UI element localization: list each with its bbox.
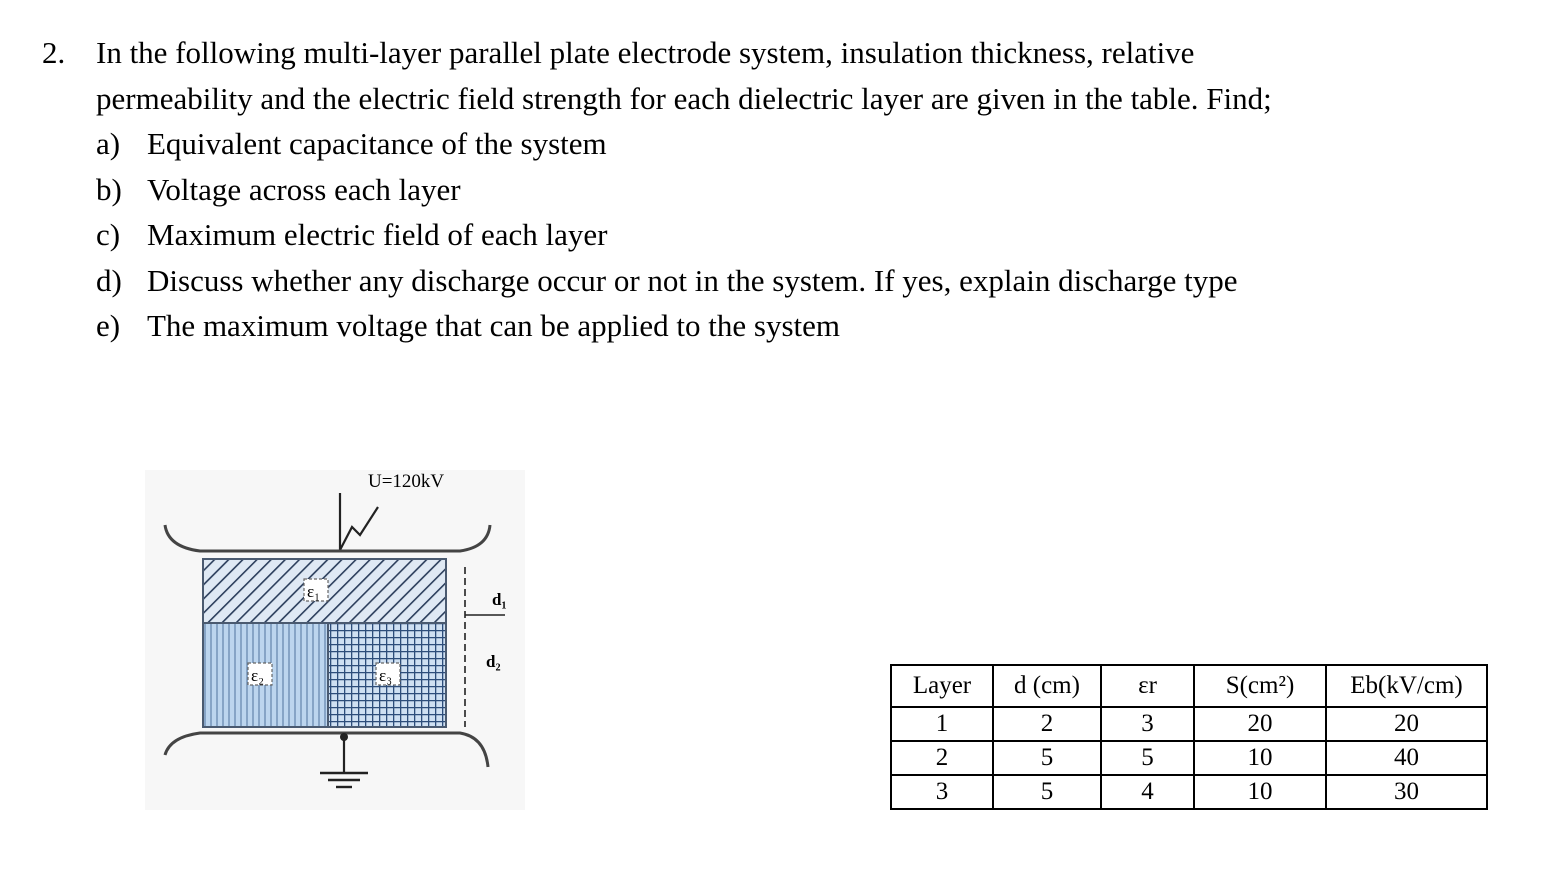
sub-question-c: c) Maximum electric field of each layer — [96, 212, 1502, 258]
sub-question-text: Maximum electric field of each layer — [147, 217, 608, 252]
question-block: 2. In the following multi-layer parallel … — [42, 30, 1502, 349]
d1-label: d₁ — [492, 590, 507, 609]
question-line-1: 2. In the following multi-layer parallel … — [42, 30, 1502, 76]
table-cell: 4 — [1100, 774, 1195, 810]
table-header-layer: Layer — [890, 664, 994, 708]
eps3-label: ε₃ — [379, 666, 392, 685]
eps3-label-box — [375, 662, 401, 686]
table-cell: 2 — [890, 740, 994, 776]
eps2-label-box — [247, 662, 273, 686]
table-cell: 1 — [890, 706, 994, 742]
table-row: 1 2 3 20 20 — [890, 706, 1488, 742]
table-cell: 20 — [1325, 706, 1488, 742]
table-cell: 40 — [1325, 740, 1488, 776]
question-text-1: In the following multi-layer parallel pl… — [96, 35, 1195, 70]
sub-question-text: The maximum voltage that can be applied … — [147, 308, 841, 343]
table-cell: 2 — [992, 706, 1102, 742]
table-header-breakdown-field: Eb(kV/cm) — [1325, 664, 1488, 708]
ground-icon — [320, 771, 368, 789]
table-cell: 10 — [1193, 740, 1327, 776]
sub-question-text: Discuss whether any discharge occur or n… — [147, 262, 1238, 298]
table-cell: 5 — [992, 740, 1102, 776]
question-line-2: permeability and the electric field stre… — [96, 80, 1272, 116]
table-header-thickness: d (cm) — [992, 664, 1102, 708]
sub-question-a: a) Equivalent capacitance of the system — [96, 121, 1502, 167]
table-cell: 20 — [1193, 706, 1327, 742]
table-header-row: Layer d (cm) εr S(cm²) Eb(kV/cm) — [890, 664, 1488, 708]
question-number: 2. — [42, 35, 66, 70]
voltage-label: U=120kV — [368, 471, 444, 492]
lightning-icon — [338, 493, 379, 551]
upper-electrode — [163, 524, 492, 553]
d2-label: d₂ — [486, 652, 501, 671]
table-cell: 3 — [890, 774, 994, 810]
sub-question-text: Equivalent capacitance of the system — [147, 126, 607, 161]
ground-node — [340, 733, 348, 741]
table-header-permittivity: εr — [1100, 664, 1195, 708]
table-row: 2 5 5 10 40 — [890, 740, 1488, 776]
electrode-diagram-svg: U=120kV ε₁ ε₂ ε₃ d₁ d₂ — [145, 470, 525, 810]
electrode-diagram: U=120kV ε₁ ε₂ ε₃ d₁ d₂ — [120, 455, 530, 815]
table-cell: 10 — [1193, 774, 1327, 810]
eps1-label: ε₁ — [307, 582, 320, 601]
lower-electrode — [163, 731, 490, 768]
sub-question-marker: c) — [96, 217, 121, 252]
sub-question-e: e) The maximum voltage that can be applie… — [96, 303, 1502, 349]
eps2-label: ε₂ — [251, 666, 264, 685]
sub-question-marker: d) — [96, 262, 122, 298]
layer-properties-table: Layer d (cm) εr S(cm²) Eb(kV/cm) 1 2 3 2… — [890, 664, 1488, 810]
sub-question-list: a) Equivalent capacitance of the system b… — [42, 121, 1502, 349]
sub-question-b: b) Voltage across each layer — [96, 167, 1502, 213]
eps1-label-box — [303, 578, 329, 602]
table-cell: 5 — [1100, 740, 1195, 776]
table-cell: 30 — [1325, 774, 1488, 810]
sub-question-marker: b) — [96, 171, 122, 207]
sub-question-marker: a) — [96, 126, 121, 161]
table-cell: 3 — [1100, 706, 1195, 742]
table-cell: 5 — [992, 774, 1102, 810]
table-header-area: S(cm²) — [1193, 664, 1327, 708]
sub-question-text: Voltage across each layer — [147, 171, 461, 207]
sub-question-d: d) Discuss whether any discharge occur or… — [96, 258, 1502, 304]
sub-question-marker: e) — [96, 308, 121, 343]
table-row: 3 5 4 10 30 — [890, 774, 1488, 810]
